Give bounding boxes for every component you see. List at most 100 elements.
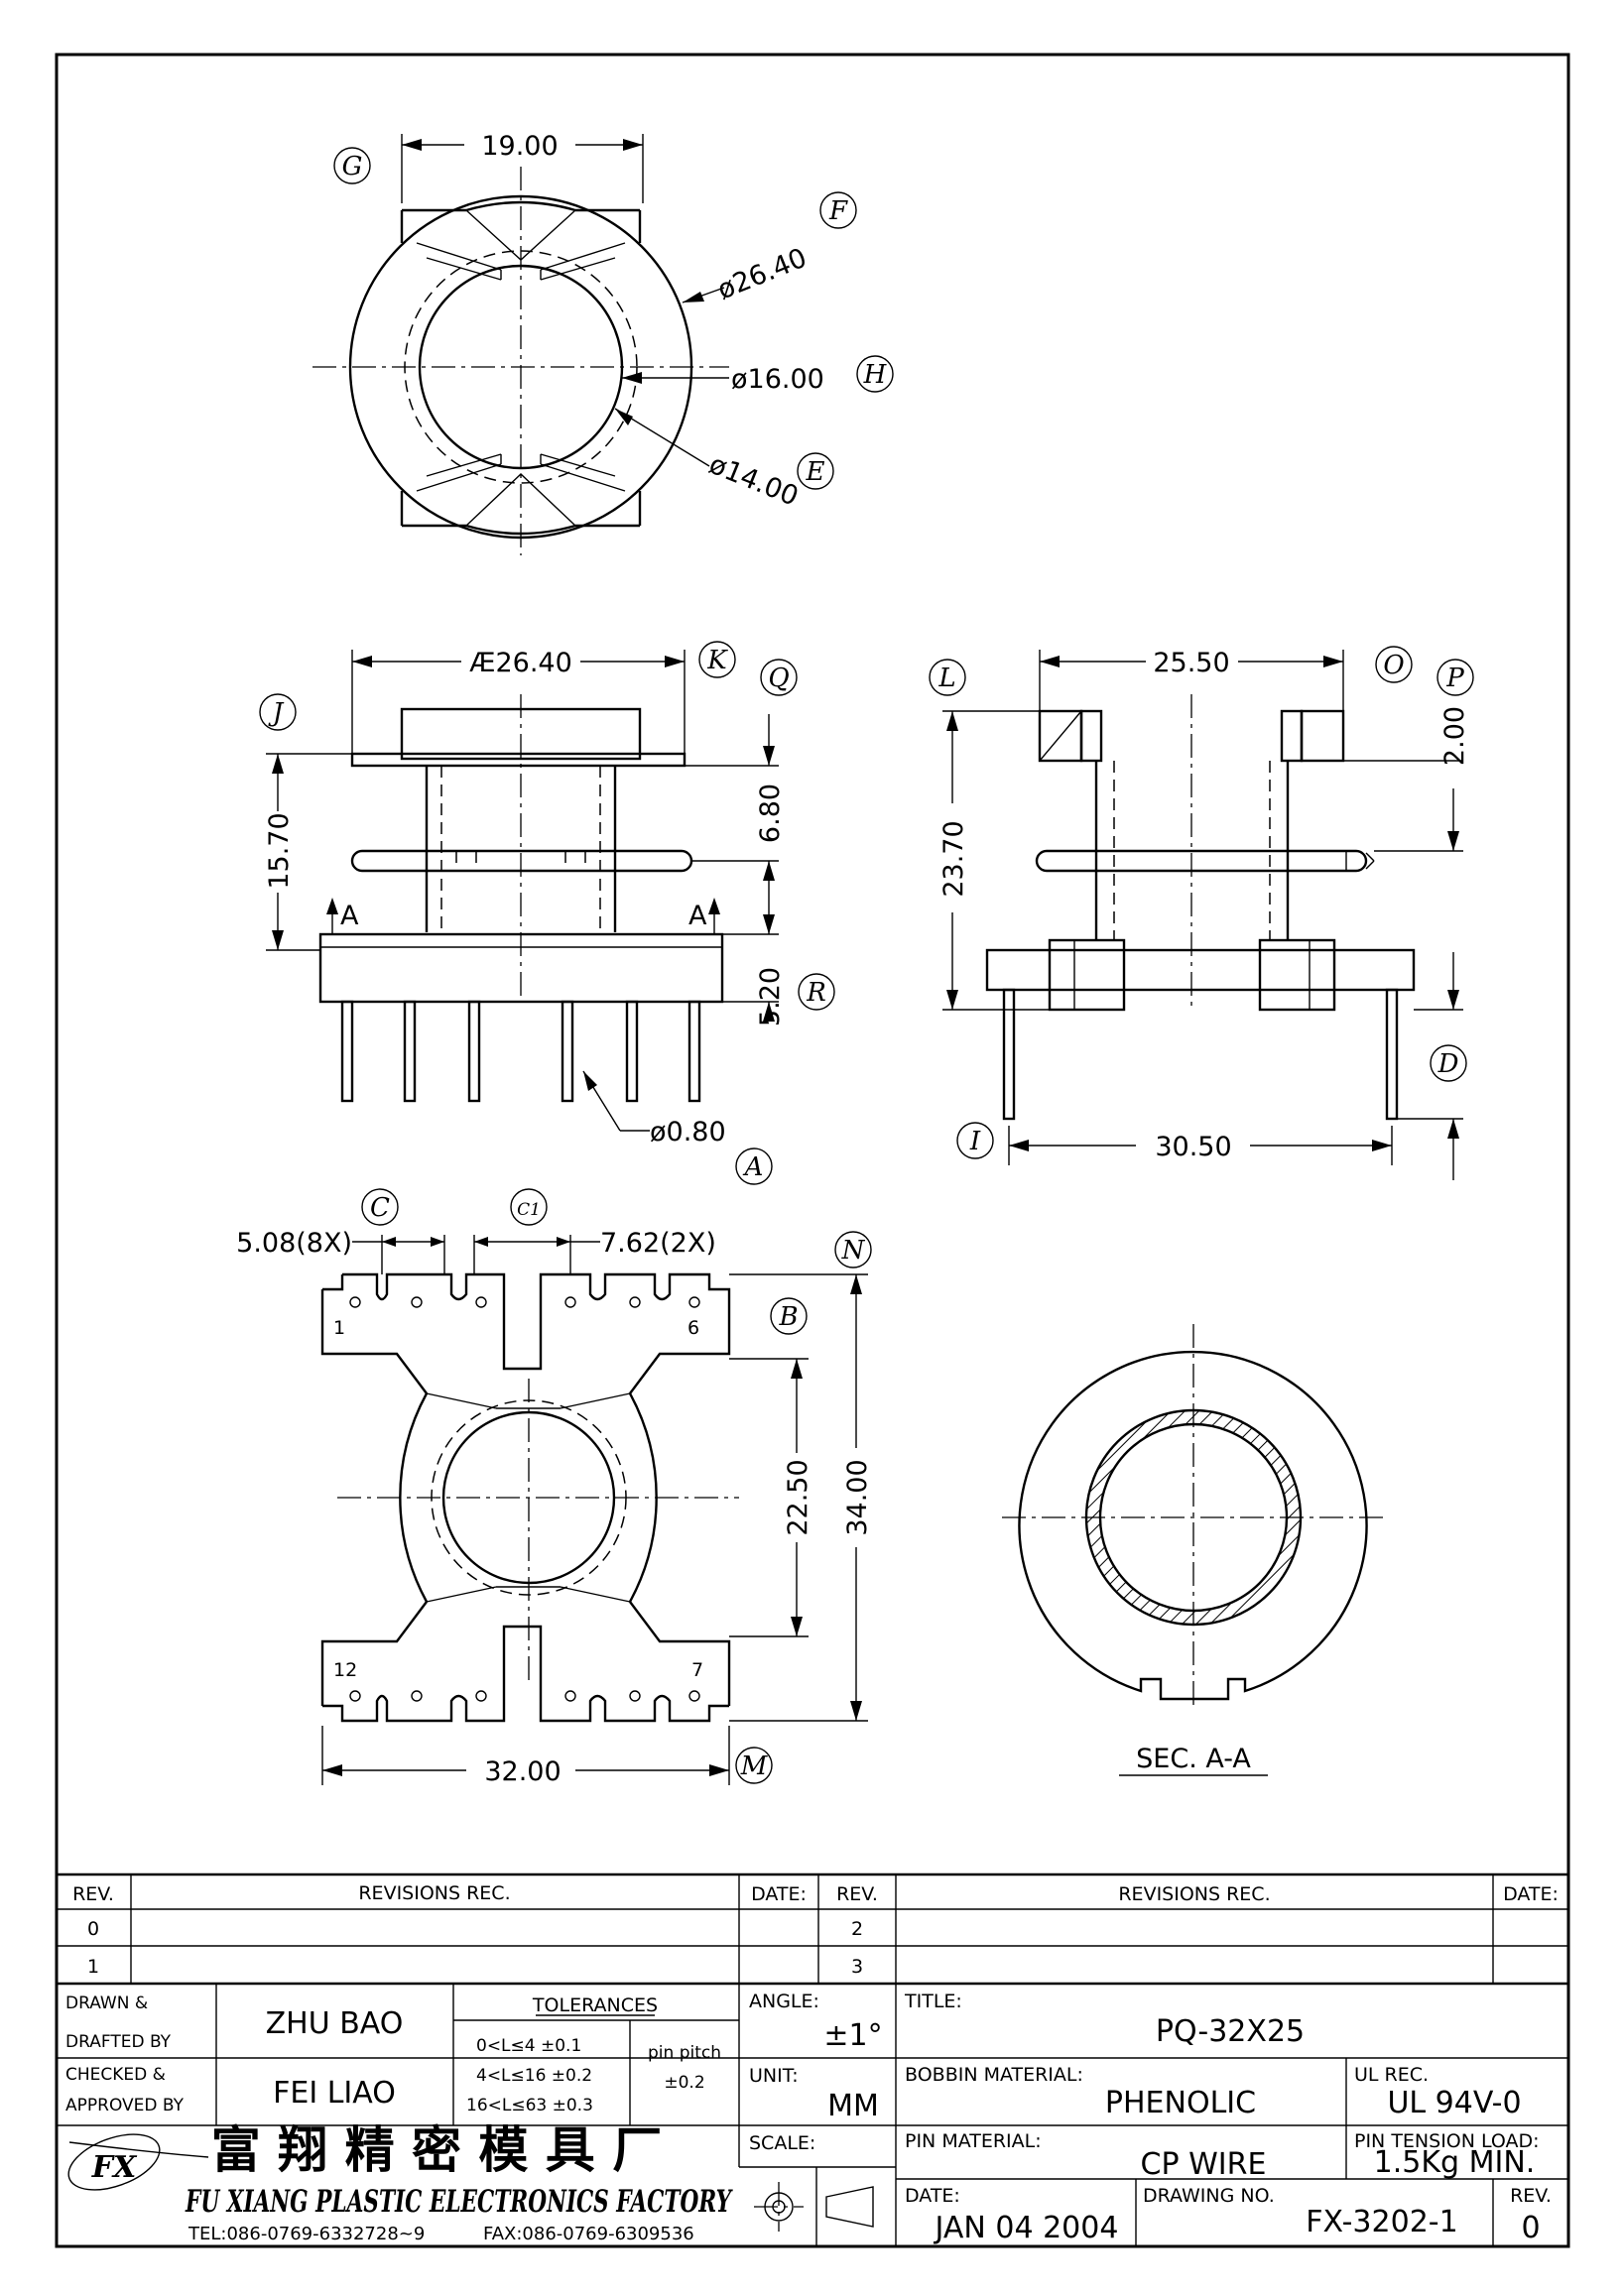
section-view: SEC. A-A [1002, 1324, 1384, 1776]
pin-tension-value: 1.5Kg MIN. [1374, 2145, 1536, 2180]
section-caption: SEC. A-A [1136, 1744, 1251, 1774]
center-pitch-dim: 7.62(2X) [600, 1228, 716, 1259]
tolerance-row-3: 16<L≤63 ±0.3 [466, 2096, 593, 2115]
label-g: G [342, 152, 363, 181]
unit-label: UNIT: [749, 2065, 799, 2087]
checked-label-2: APPROVED BY [65, 2096, 185, 2115]
drawing-no-value: FX-3202-1 [1306, 2205, 1457, 2239]
pin-number-6: 6 [687, 1317, 699, 1339]
company-tel: TEL:086-0769-6332728~9 [187, 2224, 425, 2244]
label-e: E [806, 457, 825, 487]
front-view: Æ26.40 15.70 6.80 5.20 A A [259, 641, 835, 1185]
bottom-view: 1 6 12 7 5.08(8X) 7.62(2X) 22.50 34.00 [236, 1188, 873, 1787]
side-flange-thk: 2.00 [1439, 706, 1470, 766]
label-o: O [1383, 651, 1404, 680]
label-c: C [370, 1193, 390, 1223]
rev-header-right: REV. [836, 1883, 878, 1905]
title-value: PQ-32X25 [1156, 2014, 1305, 2049]
front-base-height: 5.20 [755, 967, 786, 1027]
rev-0: 0 [87, 1918, 99, 1940]
label-n: N [841, 1236, 866, 1266]
pin-number-12: 12 [333, 1659, 357, 1681]
section-mark-right: A [688, 901, 707, 931]
date-header-right: DATE: [1503, 1883, 1559, 1905]
pin-dia: ø0.80 [650, 1117, 726, 1148]
pin-number-7: 7 [691, 1659, 703, 1681]
date-header-left: DATE: [751, 1883, 807, 1905]
top-inner-dia: ø14.00 [704, 449, 803, 513]
label-j: J [268, 698, 285, 728]
bottom-inner-height: 22.50 [783, 1459, 813, 1535]
front-upper-gap: 6.80 [755, 784, 786, 843]
date-label: DATE: [905, 2185, 960, 2207]
pin-pitch-dim: 5.08(8X) [236, 1228, 352, 1259]
bottom-total-width: 32.00 [484, 1756, 561, 1787]
angle-label: ANGLE: [749, 1991, 819, 2012]
ul-rec-value: UL 94V-0 [1387, 2086, 1521, 2120]
side-view: 25.50 23.70 2.00 30.50 L O [929, 646, 1474, 1180]
rev-1: 1 [87, 1956, 99, 1978]
side-base-width: 30.50 [1155, 1132, 1231, 1162]
rev-header-left: REV. [72, 1883, 114, 1905]
top-bore-dia: ø16.00 [731, 364, 824, 395]
label-f: F [828, 196, 848, 226]
tolerance-row-1: 0<L≤4 ±0.1 [476, 2036, 581, 2056]
tolerances-label: TOLERANCES [532, 1994, 658, 2016]
drawn-by: ZHU BAO [266, 2006, 404, 2041]
drawn-label-2: DRAFTED BY [65, 2032, 172, 2052]
title-label: TITLE: [904, 1991, 962, 2012]
date-value: JAN 04 2004 [934, 2211, 1119, 2245]
label-m: M [740, 1752, 769, 1781]
front-flange-height: 15.70 [264, 812, 295, 889]
rev-label: REV. [1510, 2185, 1552, 2207]
section-mark-left: A [340, 901, 359, 931]
bottom-total-height: 34.00 [842, 1459, 873, 1535]
drawn-label-1: DRAWN & [65, 1994, 148, 2013]
bobbin-material-label: BOBBIN MATERIAL: [905, 2064, 1083, 2086]
revisions-header-left: REVISIONS REC. [358, 1882, 510, 1904]
scale-label: SCALE: [749, 2132, 815, 2154]
label-b: B [778, 1302, 798, 1332]
drawing-no-label: DRAWING NO. [1143, 2185, 1275, 2207]
projection-symbol-icon [754, 2182, 874, 2232]
rev-2: 2 [851, 1918, 863, 1940]
pin-material-label: PIN MATERIAL: [905, 2130, 1042, 2152]
angle-value: ±1° [823, 2018, 882, 2053]
label-h: H [863, 360, 888, 390]
company-name-en: FU XIANG PLASTIC ELECTRONICS FACTORY [185, 2184, 733, 2220]
company-fax: FAX:086-0769-6309536 [483, 2224, 694, 2244]
company-logo: FX [67, 2133, 209, 2191]
label-i: I [969, 1127, 981, 1156]
company-name-cn: 富 翔 精 密 模 具 厂 [211, 2120, 662, 2179]
label-p: P [1445, 664, 1464, 693]
pin-tension-label: PIN TENSION LOAD: [1354, 2130, 1540, 2152]
top-view: 19.00 ø26.40 ø16.00 ø14.00 G F H E [312, 131, 894, 555]
front-pins [340, 1000, 701, 1103]
side-total-height: 23.70 [938, 820, 969, 897]
checked-by: FEI LIAO [273, 2076, 396, 2111]
tolerance-row-2: 4<L≤16 ±0.2 [476, 2066, 592, 2086]
logo-letters: FX [91, 2150, 138, 2185]
bobbin-material-value: PHENOLIC [1105, 2086, 1256, 2120]
label-c1: C1 [517, 1200, 541, 1220]
label-d: D [1437, 1049, 1459, 1079]
title-block: REV. REVISIONS REC. DATE: REV. REVISIONS… [57, 1873, 1568, 2246]
rev-3: 3 [851, 1956, 863, 1978]
label-l: L [937, 664, 955, 693]
pin-pitch-label: pin pitch [648, 2043, 721, 2063]
side-top-width: 25.50 [1153, 648, 1229, 678]
pin-pitch-value: ±0.2 [664, 2073, 704, 2093]
unit-value: MM [827, 2089, 879, 2123]
sheet-border [55, 53, 1570, 2248]
top-outer-dia: ø26.40 [713, 243, 812, 306]
ul-rec-label: UL REC. [1354, 2064, 1429, 2086]
pin-material-value: CP WIRE [1141, 2147, 1267, 2182]
checked-label-1: CHECKED & [65, 2065, 166, 2085]
front-flange-width: Æ26.40 [469, 648, 572, 678]
rev-value: 0 [1521, 2211, 1540, 2245]
label-k: K [706, 646, 728, 675]
label-a: A [743, 1152, 764, 1182]
label-q: Q [768, 664, 789, 693]
revisions-header-right: REVISIONS REC. [1118, 1883, 1270, 1905]
